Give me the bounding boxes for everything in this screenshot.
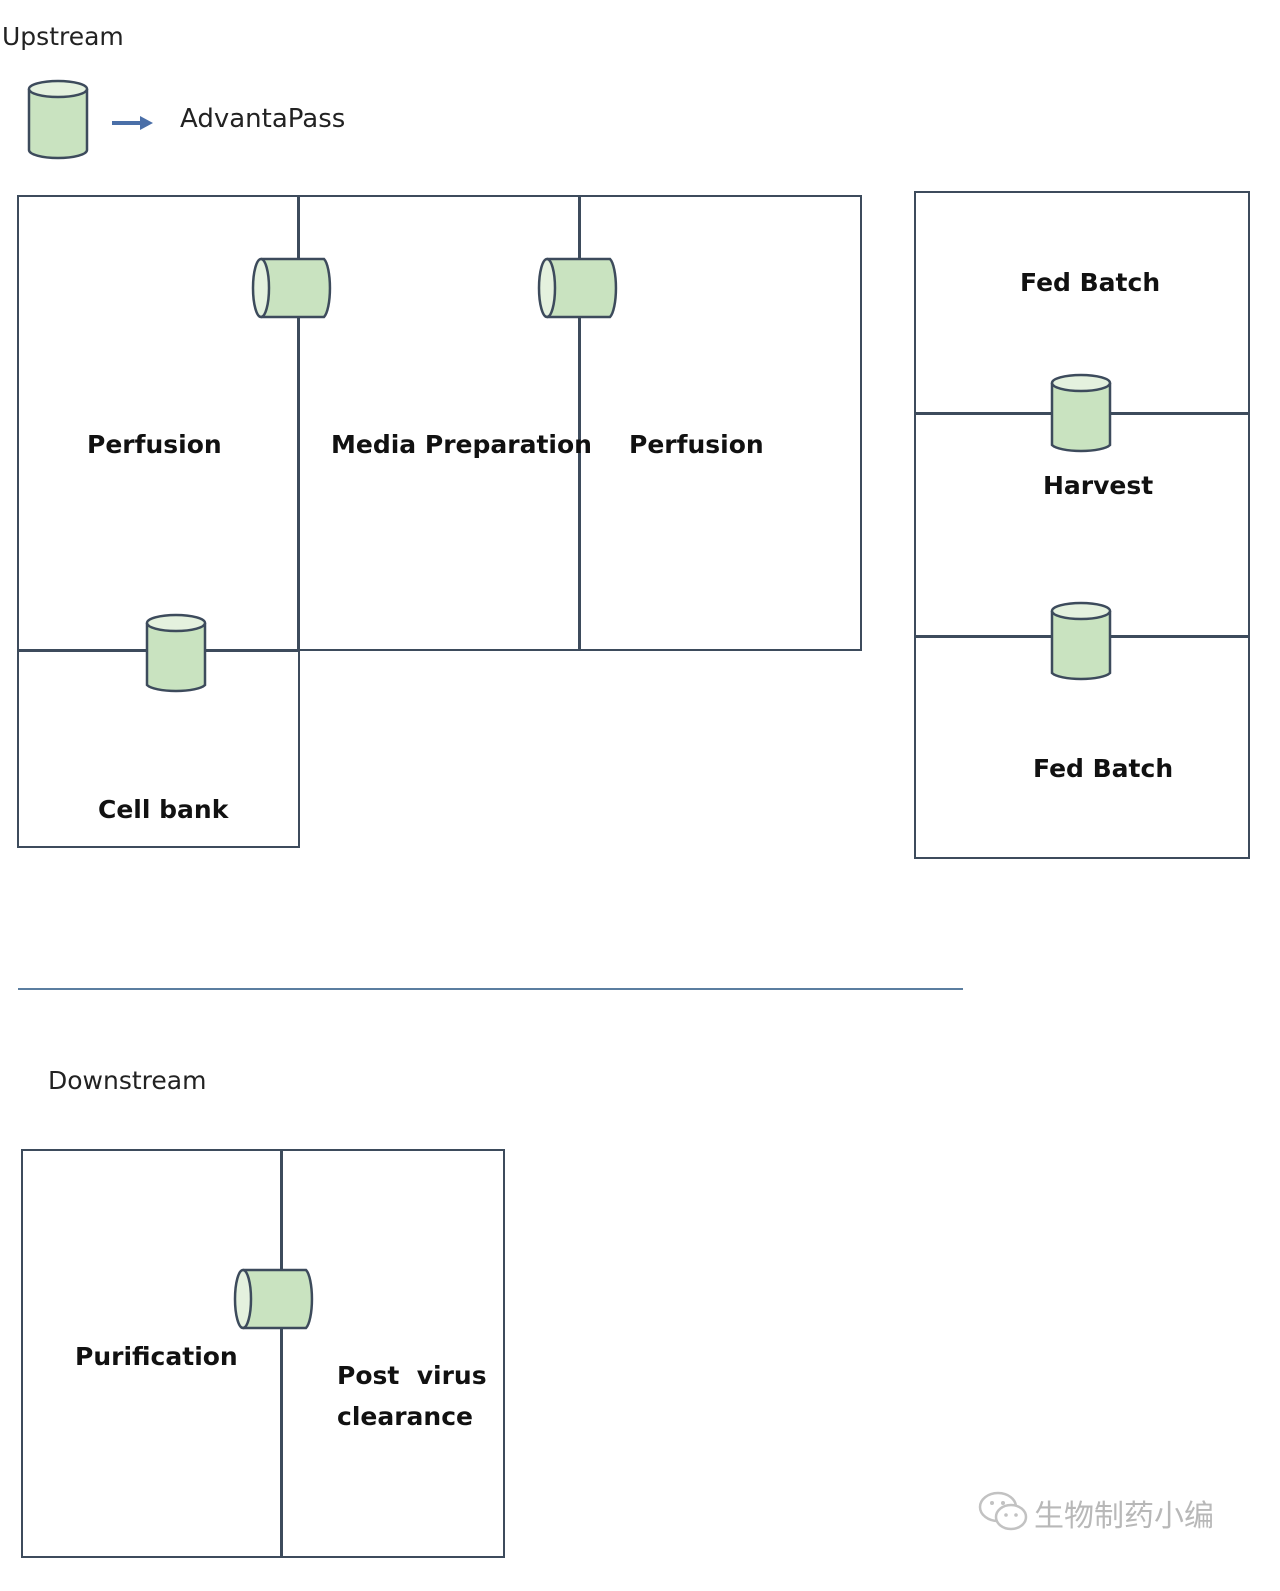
upstream-section-label: Upstream: [2, 22, 124, 51]
room-label-harvest: Harvest: [1043, 471, 1154, 500]
wechat-icon: [978, 1491, 1028, 1531]
fed-batch-block: [914, 191, 1250, 859]
room-label-perfusion-right: Perfusion: [629, 430, 764, 459]
downstream-section-label: Downstream: [48, 1066, 207, 1095]
room-label-media-preparation: Media Preparation: [331, 430, 592, 459]
cylinder-passthrough-icon: [27, 79, 89, 160]
passthrough-purification-postvirus: [233, 1268, 314, 1330]
legend-label: AdvantaPass: [180, 104, 346, 134]
room-label-purification: Purification: [75, 1342, 238, 1371]
room-label-perfusion-left: Perfusion: [87, 430, 222, 459]
room-label-fed-batch-bottom: Fed Batch: [1033, 754, 1174, 783]
passthrough-media-perfusion: [537, 257, 618, 319]
upstream-main-block: [17, 195, 862, 651]
wall-purification-postvirus: [280, 1150, 283, 1557]
wall-media-perfusion: [578, 196, 581, 650]
watermark-text: 生物制药小编: [1034, 1499, 1214, 1534]
downstream-block: [21, 1149, 505, 1558]
cell-bank-room: [17, 649, 300, 848]
passthrough-fedbatch-harvest: [1050, 373, 1112, 453]
section-divider: [18, 988, 963, 990]
room-label-post-virus-line2: clearance: [337, 1402, 473, 1431]
wall-perfusion-media: [297, 196, 300, 650]
room-label-cell-bank: Cell bank: [98, 795, 229, 824]
room-label-fed-batch-top: Fed Batch: [1020, 268, 1161, 297]
arrow-right-icon: [112, 116, 153, 130]
passthrough-perfusion-cellbank: [145, 613, 207, 693]
passthrough-perfusion-media: [251, 257, 332, 319]
passthrough-harvest-fedbatch: [1050, 601, 1112, 681]
room-label-post-virus-line1: Post virus: [337, 1361, 487, 1390]
